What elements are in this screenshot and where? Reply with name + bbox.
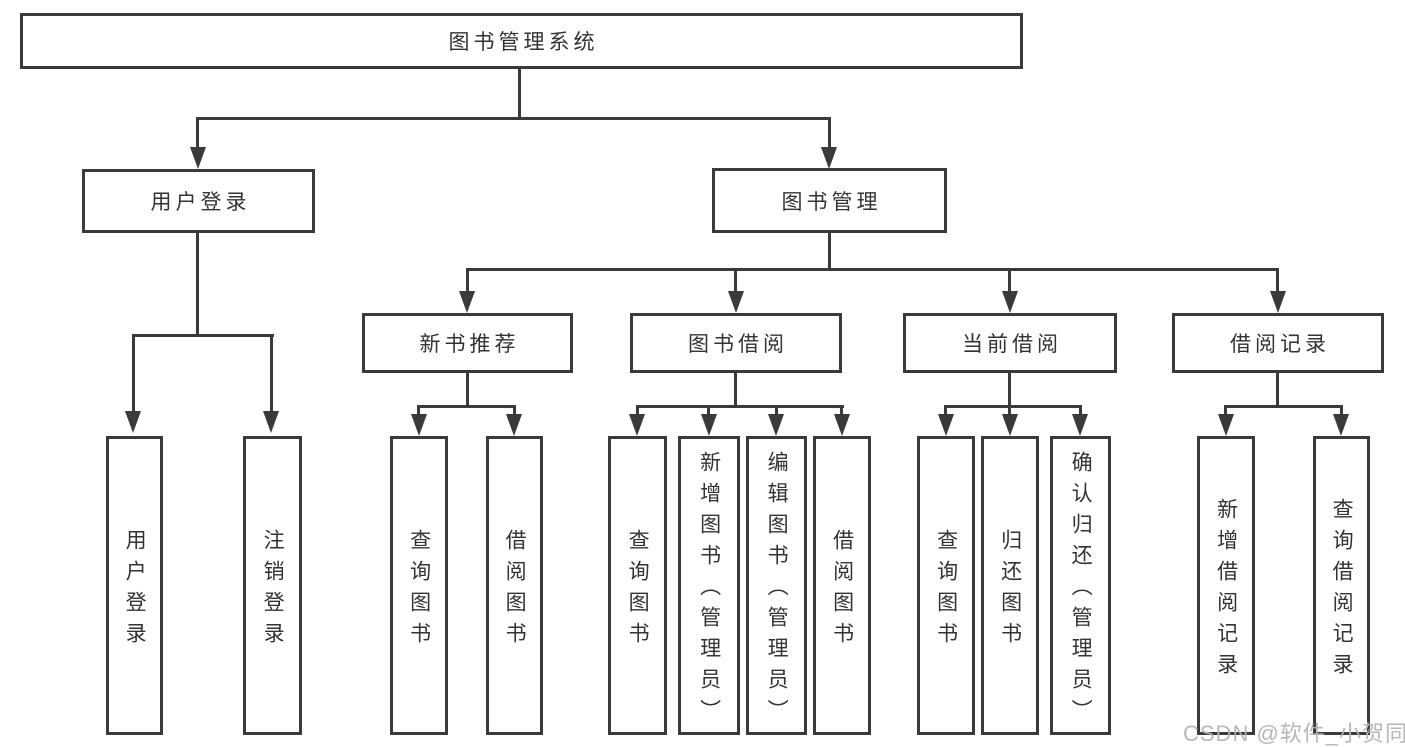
arrowhead-down [768, 414, 784, 436]
connector-drop-logout [270, 334, 273, 412]
connector-drop [636, 405, 639, 415]
arrowhead-down [1218, 414, 1234, 436]
node-root: 图书管理系统 [20, 13, 1023, 69]
connector-drop-user-login-leaf [132, 334, 135, 412]
connector-drop-new-book-rec [466, 268, 469, 293]
node-label: 图书管理系统 [448, 31, 599, 54]
node-label: 用户登录 [150, 191, 251, 214]
connector-new-book-rec-trunk [466, 373, 469, 408]
node-cb-return-books: 归还图书 [981, 436, 1039, 735]
node-user-login-leaf: 用户登录 [106, 436, 163, 735]
connector-drop-current-borrow [1008, 268, 1011, 293]
node-logout: 注销登录 [243, 436, 302, 735]
node-nb-borrow-books: 借阅图书 [486, 436, 543, 735]
arrowhead-down [834, 414, 850, 436]
node-label: 借阅图书 [830, 528, 854, 653]
node-user-login-branch: 用户登录 [82, 169, 315, 233]
node-bb-query-books: 查询图书 [608, 436, 667, 735]
connector-drop [1079, 405, 1082, 415]
node-bb-borrow-books: 借阅图书 [813, 436, 871, 735]
arrowhead-down [821, 147, 837, 169]
arrowhead-down [125, 411, 141, 433]
connector-user-login-split [132, 334, 274, 337]
node-book-borrow: 图书借阅 [630, 313, 842, 373]
node-cb-confirm-return: 确认归还（管理员） [1050, 436, 1111, 735]
arrowhead-down [190, 147, 206, 169]
node-br-query-record: 查询借阅记录 [1313, 436, 1370, 735]
arrowhead-down [411, 414, 427, 436]
node-label: 查询图书 [407, 528, 431, 653]
connector-user-login-trunk [196, 233, 199, 337]
arrowhead-down [1002, 414, 1018, 436]
node-label: 确认归还（管理员） [1069, 451, 1093, 730]
arrowhead-down [629, 414, 645, 436]
node-label: 新书推荐 [419, 333, 520, 356]
arrowhead-down [1002, 291, 1018, 313]
arrowhead-down [459, 291, 475, 313]
node-label: 借阅记录 [1230, 333, 1330, 356]
connector-book-borrow-trunk [734, 373, 737, 408]
connector-current-borrow-split [944, 405, 1082, 408]
connector-drop-book-borrow [734, 268, 737, 293]
connector-current-borrow-trunk [1008, 373, 1011, 408]
node-label: 归还图书 [998, 528, 1022, 653]
connector-borrow-records-split [1224, 405, 1343, 408]
node-label: 图书借阅 [688, 333, 788, 356]
node-label: 查询图书 [934, 528, 958, 653]
connector-drop [707, 405, 710, 415]
node-book-mgmt: 图书管理 [712, 168, 947, 233]
node-label: 用户登录 [123, 528, 147, 653]
connector-new-book-rec-split [417, 405, 516, 408]
connector-drop [1340, 405, 1343, 415]
connector-book-mgmt-trunk [828, 233, 831, 271]
node-label: 当前借阅 [962, 333, 1062, 356]
node-new-book-rec: 新书推荐 [362, 313, 573, 373]
arrowhead-down [1270, 291, 1286, 313]
node-label: 借阅图书 [503, 528, 527, 653]
connector-book-mgmt-split [466, 268, 1279, 271]
connector-drop-book-mgmt [828, 117, 831, 149]
connector-drop [840, 405, 843, 415]
node-label: 新增图书（管理员） [697, 451, 721, 730]
connector-borrow-records-trunk [1276, 373, 1279, 408]
node-cb-query-books: 查询图书 [917, 436, 975, 735]
connector-drop-borrow-records [1276, 268, 1279, 293]
connector-drop [513, 405, 516, 415]
node-label: 查询图书 [626, 528, 650, 653]
node-bb-add-books: 新增图书（管理员） [678, 436, 740, 735]
connector-book-borrow-split [636, 405, 844, 408]
connector-root-trunk [518, 69, 521, 120]
arrowhead-down [1072, 414, 1088, 436]
arrowhead-down [701, 414, 717, 436]
connector-drop [944, 405, 947, 415]
arrowhead-down [938, 414, 954, 436]
watermark: CSDN @软件_小贺同学 [1183, 721, 1405, 746]
connector-drop [417, 405, 420, 415]
connector-drop [1008, 405, 1011, 415]
arrowhead-down [1333, 414, 1349, 436]
node-label: 新增借阅记录 [1214, 497, 1238, 684]
node-nb-query-books: 查询图书 [390, 436, 448, 735]
node-current-borrow: 当前借阅 [903, 313, 1117, 373]
node-br-add-record: 新增借阅记录 [1197, 436, 1255, 735]
connector-drop [1224, 405, 1227, 415]
arrowhead-down [506, 414, 522, 436]
connector-root-split [196, 117, 831, 120]
arrowhead-down [263, 411, 279, 433]
node-bb-edit-books: 编辑图书（管理员） [746, 436, 807, 735]
node-label: 查询借阅记录 [1330, 497, 1354, 684]
node-borrow-records: 借阅记录 [1172, 313, 1384, 373]
node-label: 图书管理 [781, 190, 882, 214]
connector-drop-user-login [196, 117, 199, 149]
arrowhead-down [728, 291, 744, 313]
connector-drop [775, 405, 778, 415]
node-label: 注销登录 [261, 528, 285, 653]
node-label: 编辑图书（管理员） [765, 451, 789, 730]
